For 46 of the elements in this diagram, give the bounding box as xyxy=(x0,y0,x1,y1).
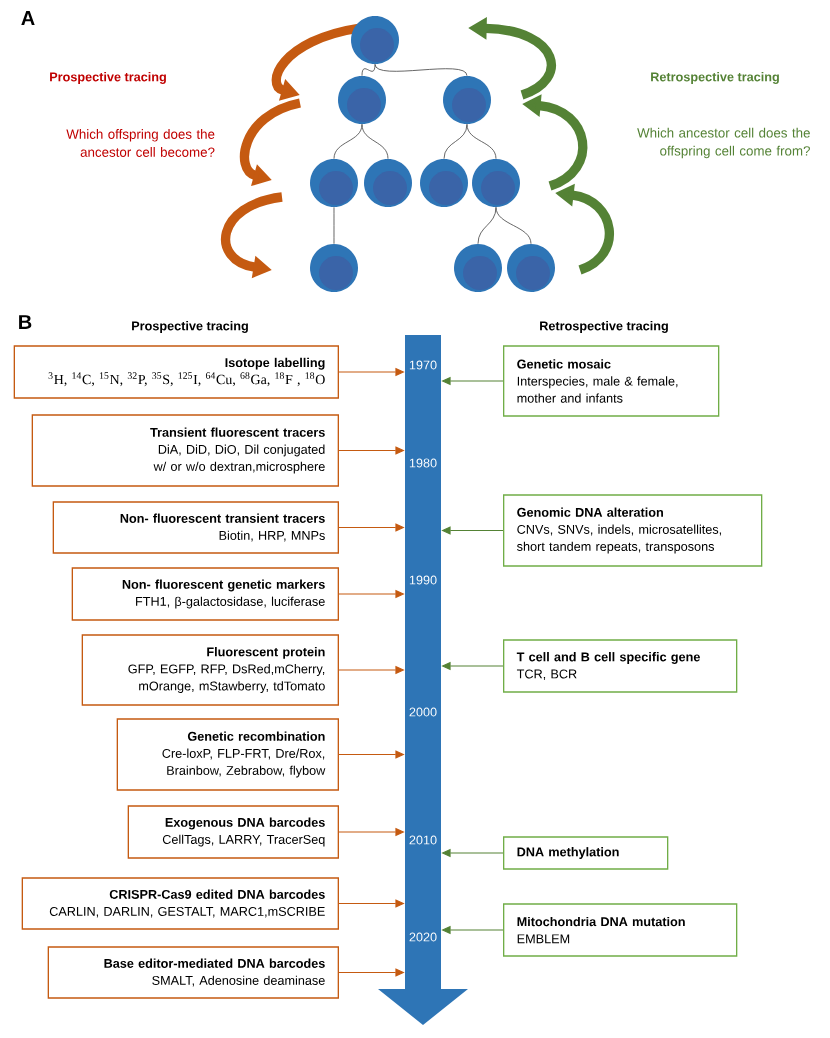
method-box: Transient fluorescent tracers DiA, DiD, DiO, Dil conjugated w/ or w/o dextran,microsphere xyxy=(31,414,339,487)
heading: Retrospective tracing xyxy=(651,72,779,84)
tree-line xyxy=(361,123,389,160)
cell xyxy=(507,244,555,292)
method-box: Mitochondria DNA mutation EMBLEM xyxy=(503,903,738,957)
cell xyxy=(310,159,358,207)
tree-line xyxy=(333,123,363,160)
year-label: 2020 xyxy=(409,932,437,942)
method-box: T cell and B cell specific gene TCR, BCR xyxy=(503,639,738,693)
year-label: 2010 xyxy=(409,835,437,845)
column-heading: Retrospective tracing xyxy=(540,321,668,333)
cell xyxy=(338,76,386,124)
tree-line xyxy=(495,206,532,245)
cell xyxy=(310,244,358,292)
cell xyxy=(364,159,412,207)
tree-line xyxy=(374,63,468,77)
method-box: Fluorescent protein GFP, EGFP, RFP, DsRed,mCherry, mOrange, mStawberry, tdTomato xyxy=(81,634,339,706)
tree-line xyxy=(466,123,497,160)
year-label: 1970 xyxy=(409,360,437,370)
method-box: Isotope labelling $^{3}$H, $^{14}$C, $^{15}$N, $^{32}$P, $^{35}$S, $^{125}$I, $^{64}$Cu, $^{68}$Ga, $^{18}$F , $^{18}$O xyxy=(13,345,339,399)
column-heading: Prospective tracing xyxy=(132,321,248,333)
question-text: Which offspring does the ancestor cell become? xyxy=(66,129,215,157)
method-box: Genetic recombination Cre-loxP, FLP-FRT, Dre/Rox, Brainbow, Zebrabow, flybow xyxy=(116,718,339,791)
heading: Prospective tracing xyxy=(50,72,166,84)
method-box: Non- fluorescent genetic markers FTH1, β-galactosidase, luciferase xyxy=(71,567,339,621)
year-label: 1980 xyxy=(409,458,437,468)
tree-line xyxy=(361,63,376,77)
question-text: Which ancestor cell does the offspring cell come from? xyxy=(637,127,810,159)
method-box: CRISPR-Cas9 edited DNA barcodes CARLIN, DARLIN, GESTALT, MARC1,mSCRIBE xyxy=(21,877,339,930)
method-box: Non- fluorescent transient tracers Biotin, HRP, MNPs xyxy=(52,501,339,554)
cell xyxy=(472,159,520,207)
panel-letter: A xyxy=(21,11,35,25)
method-box: Base editor-mediated DNA barcodes SMALT, Adenosine deaminase xyxy=(47,946,339,999)
method-box: Genetic mosaic Interspecies, male & female, mother and infants xyxy=(503,345,720,417)
tree-line xyxy=(477,206,497,245)
year-label: 2000 xyxy=(409,707,437,717)
method-box: DNA methylation xyxy=(503,836,669,870)
tree-line xyxy=(443,123,468,160)
cell xyxy=(351,16,399,64)
cell xyxy=(443,76,491,124)
method-box: Exogenous DNA barcodes CellTags, LARRY, TracerSeq xyxy=(127,805,339,859)
cell xyxy=(420,159,468,207)
cell xyxy=(454,244,502,292)
method-box: Genomic DNA alteration CNVs, SNVs, indels, microsatellites, short tandem repeats, transposons xyxy=(503,494,763,567)
year-label: 1990 xyxy=(409,575,437,585)
tree-line xyxy=(333,206,335,245)
